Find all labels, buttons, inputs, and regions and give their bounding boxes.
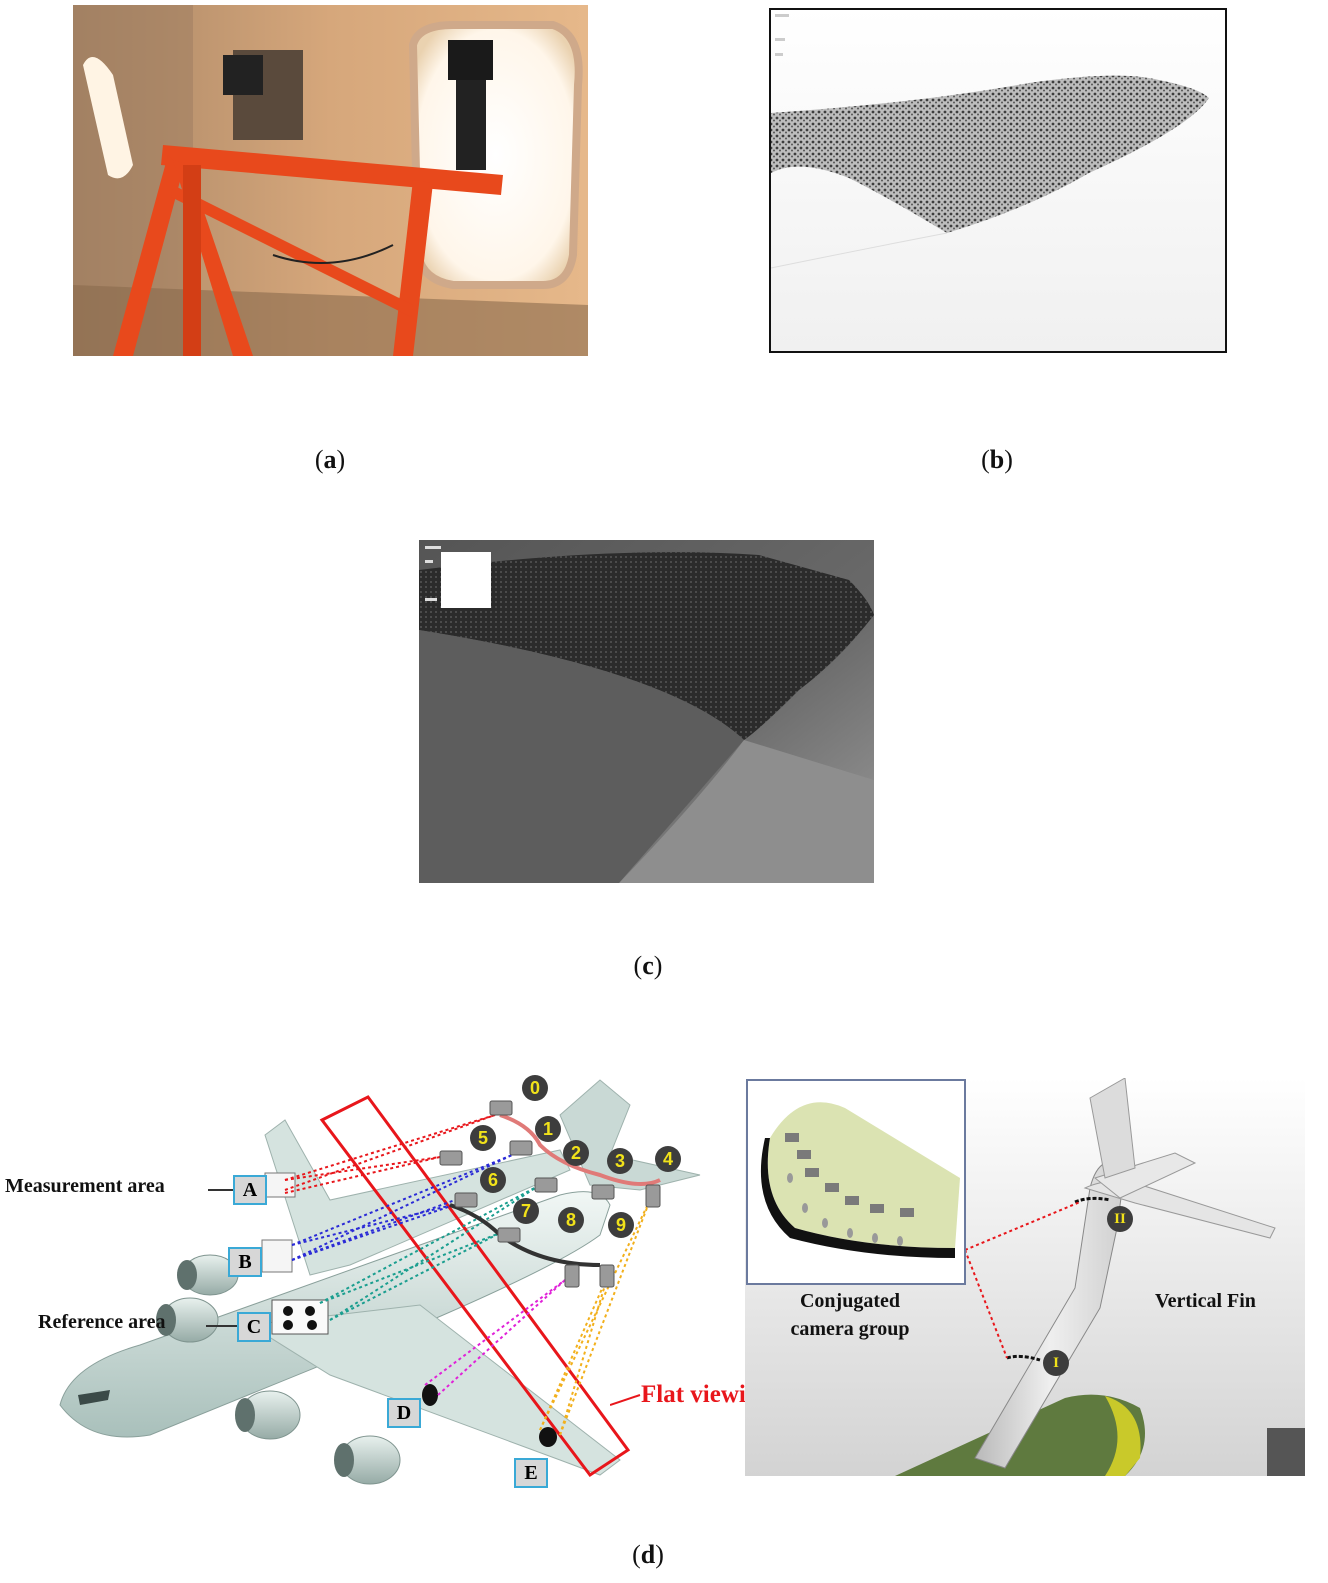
point-cloud-wing-render <box>769 8 1227 353</box>
camera-number-6: 6 <box>480 1167 506 1193</box>
aircraft-camera-layout-diagram: A B C D E Measurement area Reference are… <box>0 1075 845 1490</box>
camera-number-3: 3 <box>607 1148 633 1174</box>
camera-number-0: 0 <box>522 1075 548 1101</box>
target-box-e: E <box>514 1458 548 1488</box>
target-box-d: D <box>387 1398 421 1428</box>
vertical-fin-label: Vertical Fin <box>1155 1290 1256 1312</box>
camera-number-4: 4 <box>655 1146 681 1172</box>
caption-b: (b) <box>981 445 1013 474</box>
caption-d: (d) <box>632 1540 664 1569</box>
target-box-a: A <box>233 1175 267 1205</box>
grayscale-wing-image <box>419 540 874 883</box>
reference-area-label: Reference area <box>38 1311 166 1333</box>
measurement-area-label: Measurement area <box>5 1175 165 1197</box>
caption-c: (c) <box>633 951 663 980</box>
camera-number-9: 9 <box>608 1212 634 1238</box>
target-box-b-box: B <box>228 1247 262 1277</box>
camera-number-5: 5 <box>470 1125 496 1151</box>
camera-number-8: 8 <box>558 1207 584 1233</box>
vertical-fin-diagram: Conjugated camera group Vertical Fin II … <box>745 1078 1305 1476</box>
caption-a: (a) <box>314 445 346 474</box>
photo-camera-rig <box>73 5 588 356</box>
conjugated-label-line2: camera group <box>790 1318 910 1340</box>
measurement-leader-line <box>208 1189 233 1191</box>
camera-number-1: 1 <box>535 1116 561 1142</box>
conjugated-label-line1: Conjugated <box>799 1290 900 1312</box>
reference-leader-line-seg <box>206 1325 237 1327</box>
camera-number-7: 7 <box>513 1198 539 1224</box>
camera-number-2: 2 <box>563 1140 589 1166</box>
target-box-c-box: C <box>237 1312 271 1342</box>
fin-marker-i: I <box>1043 1350 1069 1376</box>
fin-marker-ii: II <box>1107 1206 1133 1232</box>
